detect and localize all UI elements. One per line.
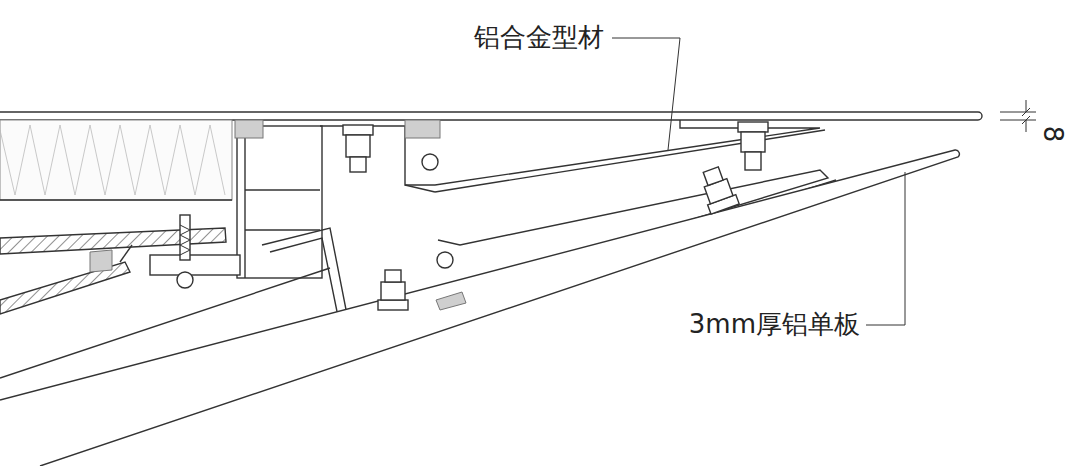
part-label: 3mm厚铝单板 [687, 310, 862, 340]
leader-lines [612, 38, 1036, 325]
illustration-lines [0, 112, 982, 466]
gaskets [90, 120, 466, 310]
part-label: 铝合金型材 [472, 23, 606, 53]
dimension-text: 8 [1037, 124, 1067, 145]
